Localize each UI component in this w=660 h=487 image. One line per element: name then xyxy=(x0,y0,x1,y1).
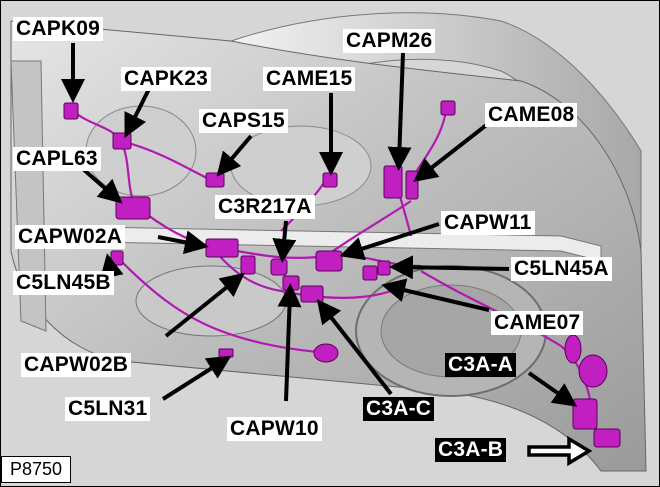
label-came08: CAME08 xyxy=(485,103,578,127)
label-c5ln31: C5LN31 xyxy=(65,397,151,421)
connector-c3a-b-upper xyxy=(572,398,598,430)
connector-capm26 xyxy=(383,165,403,199)
connector-capw10 xyxy=(282,275,300,291)
connector-capw11 xyxy=(315,250,343,272)
connector-capl63 xyxy=(115,196,151,220)
connector-lower-mid xyxy=(313,343,339,363)
connector-c5ln31 xyxy=(218,348,234,358)
label-c3a-b: C3A-B xyxy=(435,438,507,462)
connector-came08 xyxy=(405,170,419,200)
connector-c3a-a xyxy=(578,354,608,388)
label-capk23: CAPK23 xyxy=(121,67,212,91)
connector-c3a-b xyxy=(593,428,621,448)
connector-capw02b xyxy=(240,255,256,275)
connector-came15 xyxy=(322,172,338,188)
label-capk09: CAPK09 xyxy=(13,17,104,41)
label-came15: CAME15 xyxy=(263,67,356,91)
connector-upper-right xyxy=(440,100,456,116)
white-arrow-c3a-b xyxy=(527,435,593,467)
label-capl63: CAPL63 xyxy=(13,147,101,171)
callout-arrows xyxy=(61,43,578,407)
upper-cutout-left xyxy=(85,105,197,197)
connector-came07 xyxy=(362,265,378,281)
label-c3r217a: C3R217A xyxy=(215,195,315,219)
label-capw02b: CAPW02B xyxy=(21,353,132,377)
connector-c3r217a xyxy=(270,258,288,276)
figure-id: P8750 xyxy=(1,456,72,483)
label-c3a-a: C3A-A xyxy=(445,353,517,377)
label-capw02a: CAPW02A xyxy=(15,225,126,249)
upper-cutout-mid xyxy=(230,125,372,207)
label-c5ln45a: C5LN45A xyxy=(511,257,612,281)
connectors xyxy=(63,100,621,448)
connector-capw02a xyxy=(205,238,239,258)
label-c5ln45b: C5LN45B xyxy=(13,271,114,295)
label-caps15: CAPS15 xyxy=(199,109,288,133)
connector-c5ln45a xyxy=(377,260,391,276)
label-came07: CAME07 xyxy=(491,311,584,335)
label-c3a-c: C3A-C xyxy=(363,397,435,421)
connector-capk09 xyxy=(63,102,79,120)
connector-capk23 xyxy=(112,132,132,150)
connector-c5ln45b xyxy=(110,250,124,266)
label-capw11: CAPW11 xyxy=(441,211,535,235)
connector-c3a-c xyxy=(300,285,324,303)
label-capm26: CAPM26 xyxy=(343,29,436,53)
connector-c3a-a-body xyxy=(564,334,582,364)
label-capw10: CAPW10 xyxy=(227,417,322,441)
connector-caps15 xyxy=(205,172,225,188)
